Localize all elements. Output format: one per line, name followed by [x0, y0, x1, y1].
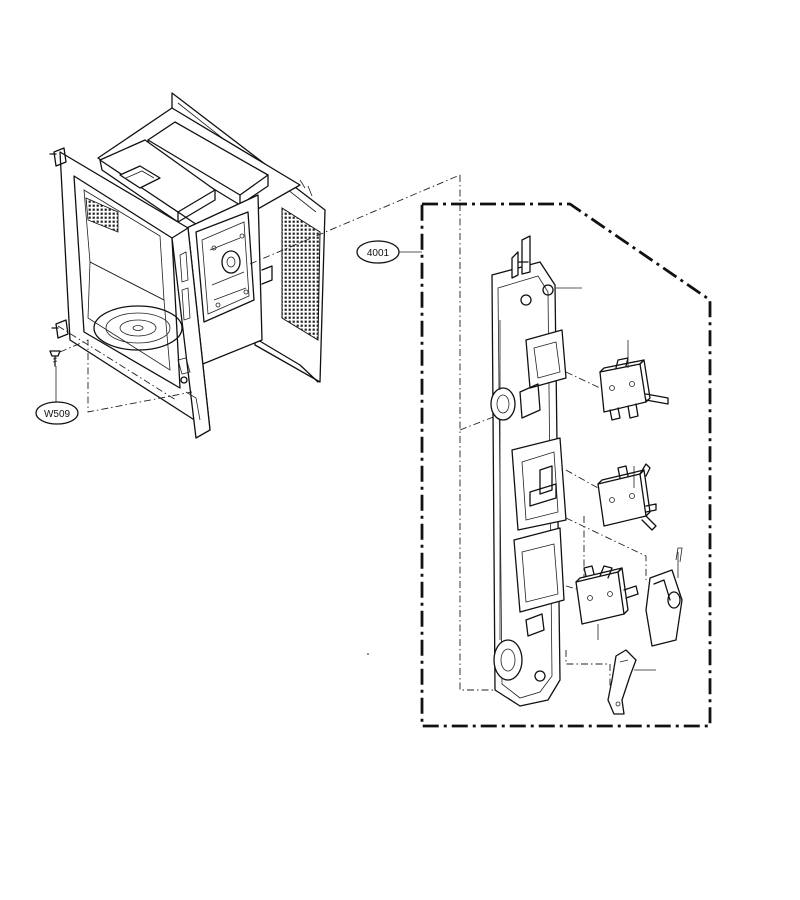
micro-switch-icon: [597, 463, 657, 531]
latch-lever-icon: [645, 547, 683, 647]
leader-lines: [55, 174, 497, 691]
screw-w509-icon: [49, 350, 61, 367]
micro-switch-icon: [575, 565, 639, 625]
callout-w509: W509: [35, 401, 79, 425]
callout-label-w509: W509: [44, 409, 71, 420]
micro-switch-icon: [599, 357, 669, 421]
oven-cavity-frame: [49, 92, 326, 439]
assembly-boundary: [420, 202, 712, 728]
interlock-assembly-4001: [420, 202, 712, 728]
callout-label-4001: 4001: [367, 248, 390, 259]
side-vent-icon: [281, 207, 321, 341]
callout-4001: 4001: [356, 240, 422, 264]
stray-dot: [367, 653, 369, 655]
hook-lever-icon: [607, 649, 637, 715]
